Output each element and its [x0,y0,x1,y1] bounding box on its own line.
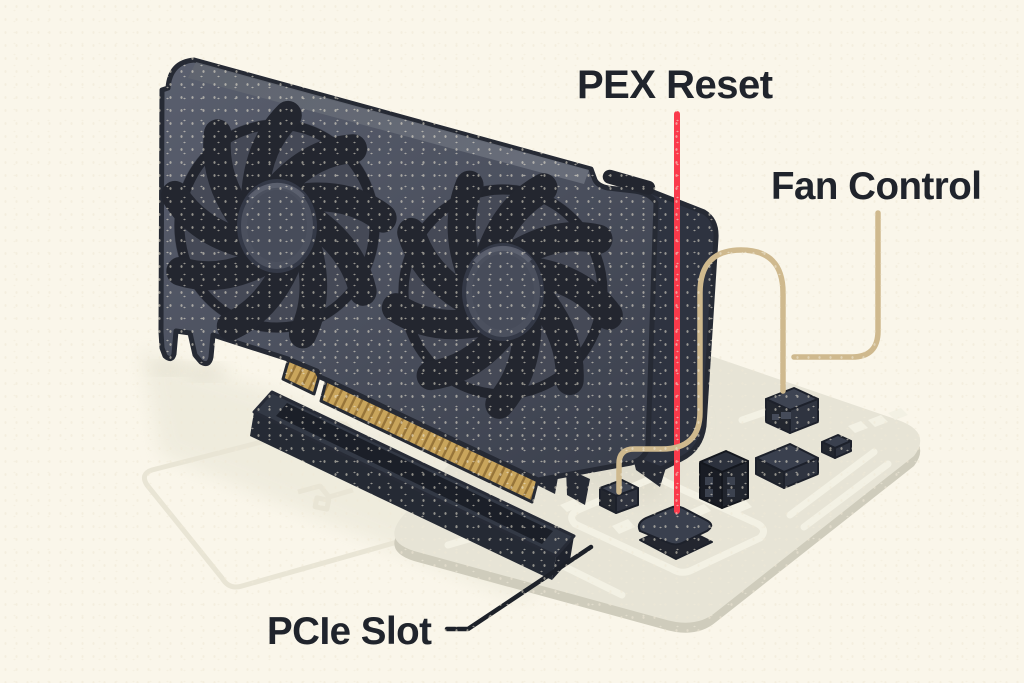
label-pcie-slot: PCIe Slot [267,610,432,653]
pcie-slot-pointer-line [444,544,594,632]
fan-control-wire [616,247,786,495]
label-pex-reset: PEX Reset [577,63,773,107]
right-fan-hub [462,243,544,341]
pex-reset-chip [637,505,713,560]
label-fan-control: Fan Control [771,165,982,208]
left-fan [159,101,395,346]
rect-chip [755,443,819,489]
left-fan-hub [237,179,317,273]
right-fan [363,144,643,434]
fan-control-connector [765,387,819,434]
small-chip [821,434,852,459]
pcie-slot-recess [276,403,553,544]
pcie-slot-front-face [250,412,556,580]
pcie-slot [250,390,576,580]
fan-control-pointer-line [791,210,881,360]
gpu-card [152,57,719,504]
board-solder-pads [560,408,908,534]
card-top-notch [602,169,656,195]
power-header-connector [699,450,749,509]
card-top-face [188,62,589,184]
